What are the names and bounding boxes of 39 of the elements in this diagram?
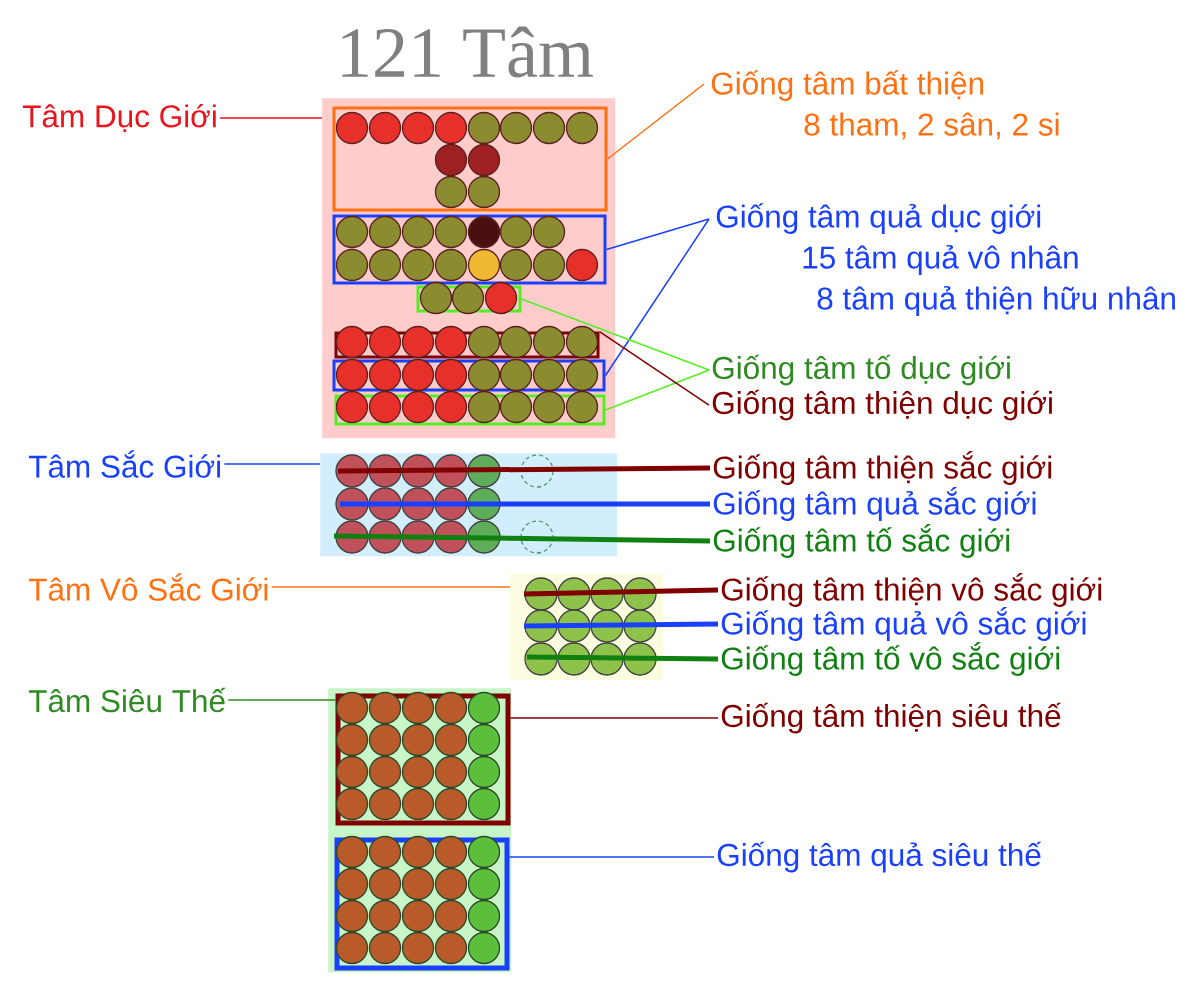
leader-line xyxy=(598,330,710,406)
leader-line xyxy=(508,856,715,858)
leader-line xyxy=(523,587,719,597)
outline-box xyxy=(332,106,608,212)
title: 121 Tâm xyxy=(342,26,593,78)
label-text: Giống tâm quả sắc giới xyxy=(713,487,1036,521)
leader-line xyxy=(520,298,710,371)
leader-line xyxy=(527,654,719,662)
leader-line xyxy=(340,501,710,507)
label-text: Tâm Siêu Thế xyxy=(28,687,226,713)
leader-line xyxy=(606,83,705,160)
label-text: Giống tâm quả siêu thế xyxy=(717,841,1042,873)
label-text: Giống tâm tố vô sắc giới xyxy=(721,642,1060,676)
leader-line xyxy=(223,463,321,465)
leader-line xyxy=(270,586,511,588)
leader-line xyxy=(509,717,719,719)
leader-line xyxy=(604,369,710,411)
label-text: Giống tâm thiện dục giới xyxy=(712,389,1052,421)
outline-box xyxy=(334,837,510,971)
outline-box xyxy=(335,693,511,826)
leader-line xyxy=(604,218,710,377)
label-text: Tâm Dục Giới xyxy=(22,104,216,132)
label-text: Giống tâm thiện siêu thế xyxy=(721,702,1062,734)
leader-line xyxy=(605,218,710,251)
label-text: Giống tâm tố dục giới xyxy=(712,354,1010,386)
leader-line xyxy=(333,533,711,544)
leader-line xyxy=(227,699,337,701)
label-text: Giống tâm tố sắc giới xyxy=(713,524,1010,558)
label-text: Giống tâm quả vô sắc giới xyxy=(721,607,1086,641)
leader-line xyxy=(219,117,323,119)
outline-box xyxy=(332,214,607,285)
label-text: Tâm Vô Sắc Giới xyxy=(28,573,268,601)
leader-line xyxy=(524,621,719,629)
label-text: Giống tâm quả dục giới 15 tâm quả vô nhân 8 tâm quả thiện hữu nhân xyxy=(716,203,1175,316)
leader-line xyxy=(338,465,711,474)
label-text: Giống tâm thiện sắc giới xyxy=(713,451,1052,485)
label-text: Giống tâm bất thiện 8 tham, 2 sân, 2 si xyxy=(711,70,1059,140)
label-text: Giống tâm thiện vô sắc giới xyxy=(721,573,1102,607)
label-text: Tâm Sắc Giới xyxy=(28,450,220,478)
